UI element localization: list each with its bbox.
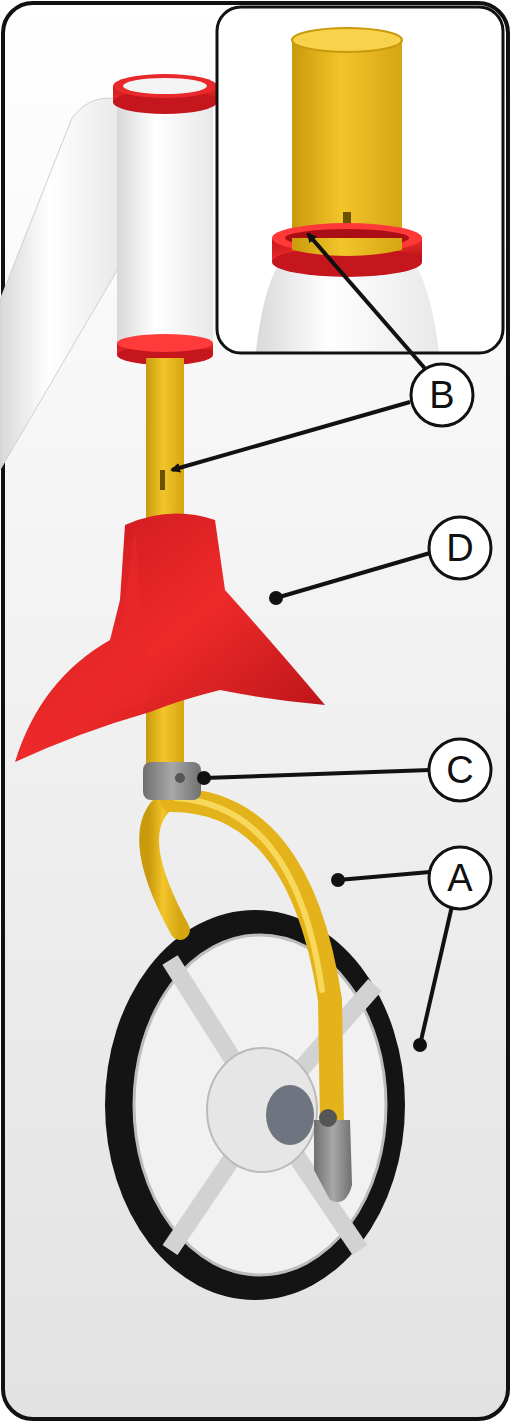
inset <box>217 7 503 353</box>
leader-lines <box>271 593 281 603</box>
fender <box>15 514 325 762</box>
steerer-tube <box>160 470 165 490</box>
wheel <box>134 935 386 1275</box>
callout-circles <box>411 364 473 426</box>
leader-lines <box>308 234 428 372</box>
leader-lines <box>415 1040 425 1050</box>
fork <box>149 800 180 930</box>
callout-letter: B <box>410 363 474 427</box>
leader-lines <box>276 553 430 598</box>
clamp <box>143 762 201 800</box>
leader-lines <box>338 872 430 880</box>
bike-frame <box>123 78 207 94</box>
fork <box>149 798 352 1202</box>
wheel <box>105 910 405 1300</box>
callout-letter: D <box>428 516 492 580</box>
bike-frame <box>0 98 122 470</box>
fender <box>15 514 325 762</box>
fork <box>176 798 322 990</box>
bike-frame <box>117 95 213 353</box>
fork <box>314 1120 352 1202</box>
bike-frame <box>117 334 213 352</box>
leader-lines <box>172 234 452 1050</box>
fender <box>30 530 150 750</box>
fork <box>172 800 332 1125</box>
callout-circles <box>429 847 491 909</box>
fork <box>319 1109 337 1127</box>
leader-lines <box>172 402 410 470</box>
wheel <box>266 1085 314 1145</box>
leader-lines <box>333 875 343 885</box>
leader-lines <box>204 770 430 778</box>
bike-frame <box>113 74 217 98</box>
bike-frame <box>0 74 217 470</box>
wheel <box>105 910 405 1300</box>
inset <box>292 238 402 256</box>
callout-circles <box>411 364 491 909</box>
inset <box>292 40 402 250</box>
inset <box>292 28 402 52</box>
callout-circles <box>429 517 491 579</box>
wheel <box>207 1048 317 1172</box>
clamp <box>143 762 201 800</box>
callout-circles <box>429 739 491 801</box>
leader-lines <box>420 906 452 1045</box>
clamp <box>175 773 185 783</box>
callout-letter: A <box>428 846 492 910</box>
leader-lines <box>199 773 209 783</box>
inset <box>217 7 503 360</box>
callout-letter: C <box>428 738 492 802</box>
inset <box>255 28 440 353</box>
